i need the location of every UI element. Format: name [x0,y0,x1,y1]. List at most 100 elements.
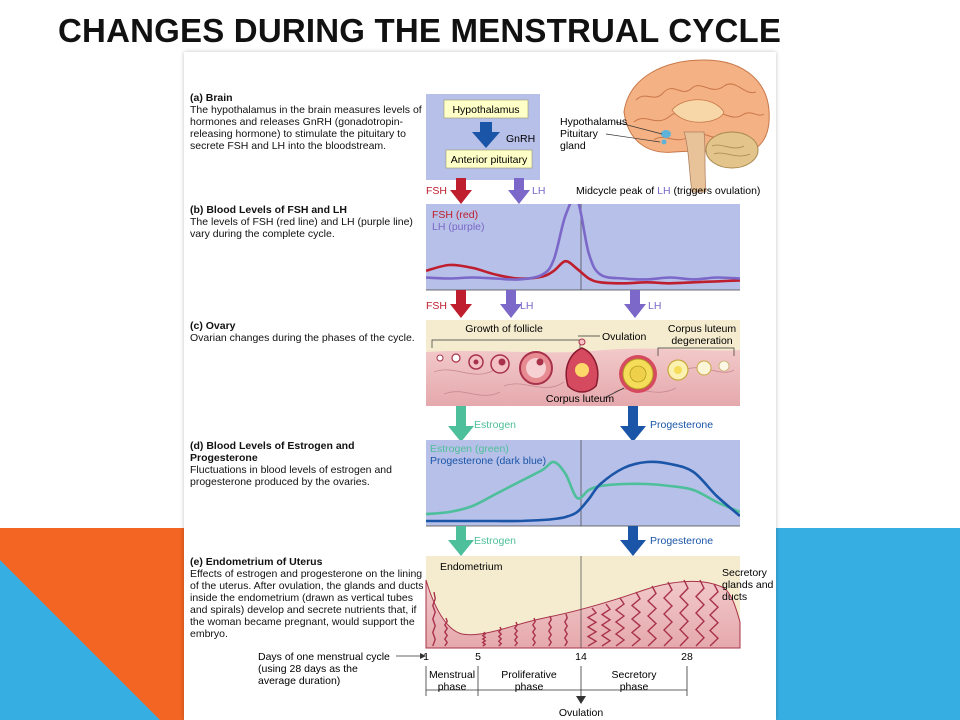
gnrh-label: GnRH [506,133,535,145]
est-prog-section: (d) Blood Levels of Estrogen and Progest… [190,440,424,488]
growth-follicle-label: Growth of follicle [465,323,543,335]
est-prog-lines [426,460,740,523]
uterine-gland [600,603,612,647]
anterior-pituitary-label: Anterior pituitary [451,154,528,166]
progesterone-label-2: Progesterone [650,535,713,547]
uterine-gland [695,579,705,647]
follicles [436,338,730,393]
uterine-gland [646,585,658,647]
days-label-3: average duration) [258,675,340,687]
uterine-glands [432,579,720,647]
phase-secretory-2: phase [620,681,649,693]
est-prog-chart [426,440,740,526]
pituitary-label-2: gland [560,140,586,152]
progesterone-arrow-2 [620,526,646,556]
lh-arrow-2 [500,290,522,318]
hypothalamus-label: Hypothalamus [560,116,627,128]
estrogen-label-2: Estrogen [474,535,516,547]
secretory-label-1: Secretory [722,567,768,579]
uterine-gland [708,583,720,647]
menstrual-cycle-figure: (a) Brain The hypothalamus in the brain … [184,52,776,720]
est-prog-desc: Fluctuations in blood levels of estrogen… [190,464,392,488]
lh-line [426,204,740,281]
fsh-lh-section: (b) Blood Levels of FSH and LH The level… [190,204,424,240]
fsh-label-2: FSH [426,300,447,312]
uterine-gland [497,626,503,647]
gnrh-arrow [472,122,500,148]
ovulation-label: Ovulation [602,331,647,343]
fsh-lh-desc: The levels of FSH (red line) and LH (pur… [190,216,413,240]
endometrium-tissue [425,579,741,649]
days-label-2: (using 28 days as the [258,663,358,675]
diagram-svg: Hypothalamus GnRH Anterior pituitary Hyp… [258,59,774,719]
estrogen-label-1: Estrogen [474,419,516,431]
ovary-desc: Ovarian changes during the phases of the… [190,332,415,344]
fsh-lh-heading: (b) Blood Levels of FSH and LH [190,204,347,216]
uterus-desc: Effects of estrogen and progesterone on … [190,568,424,640]
uterus-heading: (e) Endometrium of Uterus [190,556,323,568]
ovulation-bottom-label: Ovulation [559,707,604,719]
lh-arrow-1 [508,178,530,204]
ovary-heading: (c) Ovary [190,320,236,332]
progesterone-label-1: Progesterone [650,419,713,431]
estrogen-arrow-1 [448,406,474,442]
uterine-gland [679,579,689,647]
ovary-section: (c) Ovary Ovarian changes during the pha… [190,320,424,344]
lh-label-1: LH [532,185,545,197]
endometrium-label: Endometrium [440,561,503,573]
midcycle-label: Midcycle peak of LH (triggers ovulation) [576,185,760,197]
pituitary-label-1: Pituitary [560,128,599,140]
lh-legend: LH (purple) [432,221,485,233]
lh-label-2: LH [520,300,533,312]
progesterone-line [426,460,740,523]
uterine-gland [630,591,642,647]
estrogen-arrow-2 [448,526,474,556]
day-tick-14: 14 [575,651,587,663]
lh-label-3: LH [648,300,661,312]
days-label-1: Days of one menstrual cycle [258,651,390,663]
fsh-lh-lines [426,204,740,285]
anterior-pituitary-box [445,149,533,169]
lh-arrow-3 [624,290,646,318]
fsh-legend: FSH (red) [432,209,478,221]
day-tick-5: 5 [475,651,481,663]
progesterone-arrow-1 [620,406,646,442]
brain-section: (a) Brain The hypothalamus in the brain … [190,92,424,152]
uterine-gland [586,607,598,647]
fsh-line [426,259,740,285]
corpus-luteum-deg-label-2: degeneration [671,335,732,347]
phase-proliferative-1: Proliferative [501,669,557,681]
uterine-gland [432,591,436,647]
estrogen-line [426,460,740,516]
uterine-gland [614,597,626,647]
day-tick-28: 28 [681,651,693,663]
brain-heading: (a) Brain [190,92,233,104]
fsh-arrow-2 [450,290,472,318]
phase-proliferative-2: phase [515,681,544,693]
phase-menstrual-1: Menstrual [429,669,475,681]
fsh-label-1: FSH [426,185,447,197]
est-prog-heading: (d) Blood Levels of Estrogen and Progest… [190,440,355,464]
fsh-arrow-1 [450,178,472,204]
hypothalamus-box [443,99,529,119]
corpus-luteum-label: Corpus luteum [546,393,615,405]
day-tick-1: 1 [423,651,429,663]
uterine-gland [547,615,553,647]
uterine-gland [481,631,487,647]
uterine-gland [531,617,537,647]
progesterone-legend: Progesterone (dark blue) [430,455,546,467]
uterine-gland [563,613,569,647]
phase-menstrual-2: phase [438,681,467,693]
corpus-luteum-deg-label-1: Corpus luteum [668,323,737,335]
uterine-gland [513,621,519,647]
secretory-label-2: glands and [722,579,774,591]
brain-desc: The hypothalamus in the brain measures l… [190,104,422,152]
slide-title: CHANGES DURING THE MENSTRUAL CYCLE [58,12,782,49]
estrogen-legend: Estrogen (green) [430,443,509,455]
phase-secretory-1: Secretory [612,669,658,681]
uterine-gland [663,581,673,647]
uterus-section: (e) Endometrium of Uterus Effects of est… [190,556,424,640]
uterine-gland [443,617,449,647]
hypothalamus-box-label: Hypothalamus [452,104,519,116]
